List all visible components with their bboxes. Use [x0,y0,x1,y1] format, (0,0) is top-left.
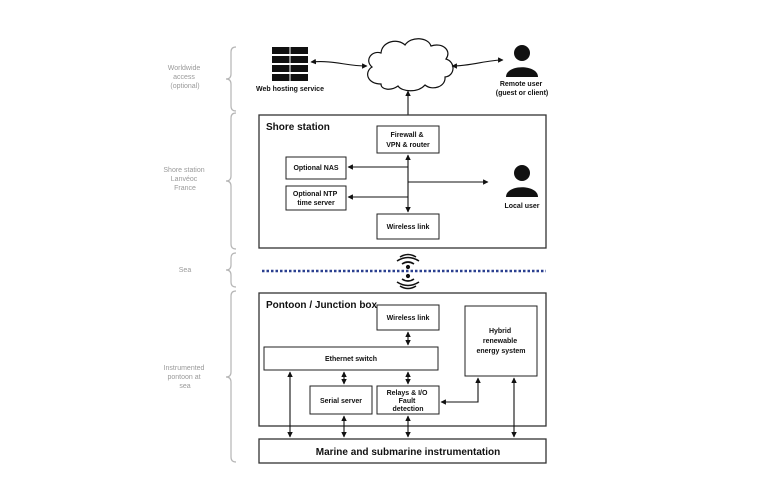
relays-box [376,385,440,415]
brace-sea [225,252,237,288]
instrumentation-box [258,438,547,464]
firewall-box [376,125,440,154]
serial-server-label: Serial server [320,398,362,405]
local-user-label: Local user [504,203,539,210]
hybrid-energy-box [464,305,538,377]
ethernet-switch-box [263,346,439,371]
link-server-cloud [310,58,368,69]
serial-server-box [309,385,373,415]
local-user-icon [506,165,538,197]
ntp-label: Optional NTP time server [293,191,339,207]
nas-box [285,156,347,180]
shore-wireless-box [376,213,440,240]
shore-wireless-label: Wireless link [387,224,430,231]
ethernet-switch-label: Ethernet switch [325,356,377,363]
pontoon-title: Pontoon / Junction box [266,300,378,311]
pontoon-wireless-box [376,304,440,331]
zone-label-shore: Shore station Lanvéoc France [163,167,206,192]
zone-label-sea: Sea [179,267,192,274]
zone-braces [225,46,237,463]
remote-user-icon [506,45,538,77]
ntp-box [285,185,347,211]
cloud-icon [367,38,454,92]
brace-shore [225,112,237,250]
nas-label: Optional NAS [293,165,338,172]
instrumentation-label: Marine and submarine instrumentation [316,447,500,458]
brace-worldwide [225,46,237,112]
relays-label: Relays & I/O Fault detection [387,390,430,413]
wifi-down-icon [396,253,420,270]
web-hosting-label: Web hosting service [256,86,324,93]
link-cloud-remote [451,57,504,69]
link-hybrid-relays [440,377,481,405]
server-icon [272,47,308,81]
hybrid-energy-label: Hybrid renewable energy system [476,328,525,355]
pontoon-wireless-label: Wireless link [387,315,430,322]
shore-station-title: Shore station [266,122,330,133]
wifi-up-icon [396,273,420,290]
brace-pontoon [225,290,237,463]
remote-user-label: Remote user (guest or client) [496,81,549,97]
zone-label-worldwide: Worldwide access (optional) [168,65,203,90]
zone-label-pontoon: Instrumented pontoon at sea [164,365,207,390]
firewall-label: Firewall & VPN & router [386,132,430,149]
